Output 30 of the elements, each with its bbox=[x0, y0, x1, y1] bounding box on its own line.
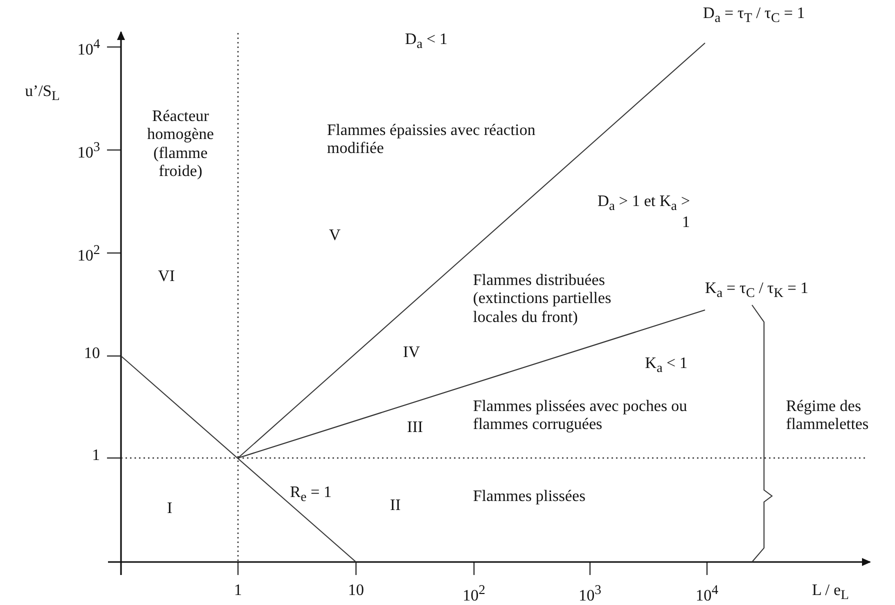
boundary-equation: D$_{a}$ = τ$_{T}$ / τ$_{C}$ = 1 bbox=[703, 5, 805, 26]
tick-label: 10$^{3}$ bbox=[76, 139, 100, 163]
tick-label: 10$^{4}$ bbox=[694, 582, 720, 605]
tick-label: 10$^{4}$ bbox=[76, 36, 100, 60]
boundary-equation: R$_{e}$ = 1 bbox=[290, 484, 332, 504]
tick-label: 10$^{2}$ bbox=[462, 582, 486, 605]
region-condition: K$_{a}$ < 1 bbox=[645, 355, 688, 376]
region-description: Réacteur homogène (flamme froide) bbox=[146, 108, 215, 182]
region-description: Flammes distribuées (extinctions partielles locales du front) bbox=[473, 272, 612, 328]
regime-numeral: I bbox=[167, 500, 172, 518]
region-condition: D$_{a}$ > 1 et K$_{a}$ > 1 bbox=[596, 193, 690, 232]
region-description: Flammes plissées avec poches ou flammes corruguées bbox=[473, 398, 688, 435]
regime-numeral: IV bbox=[403, 344, 420, 362]
tick-label: 10$^{3}$ bbox=[578, 582, 602, 605]
regime-numeral: III bbox=[407, 419, 423, 438]
region-description: Régime des flammelettes bbox=[786, 398, 870, 435]
axis-label: u’/S$_{L}$ bbox=[25, 83, 60, 104]
tick-label: 10 bbox=[347, 582, 365, 600]
region-condition: D$_{a}$ < 1 bbox=[405, 31, 448, 52]
boundary-equation: K$_{a}$ = τ$_{C}$ / τ$_{K}$ = 1 bbox=[705, 280, 808, 300]
tick-label: 10 bbox=[83, 345, 100, 364]
tick-label: 1 bbox=[233, 582, 243, 600]
regime-numeral: II bbox=[390, 497, 401, 516]
region-description: Flammes épaissies avec réaction modifiée bbox=[327, 122, 536, 159]
tick-label: 1 bbox=[91, 447, 100, 466]
regime-numeral: VI bbox=[158, 268, 175, 286]
axis-label: L / e$_{L}$ bbox=[812, 582, 849, 602]
region-description: Flammes plissées bbox=[473, 488, 586, 506]
regime-numeral: V bbox=[329, 227, 341, 246]
tick-label: 10$^{2}$ bbox=[76, 242, 100, 266]
